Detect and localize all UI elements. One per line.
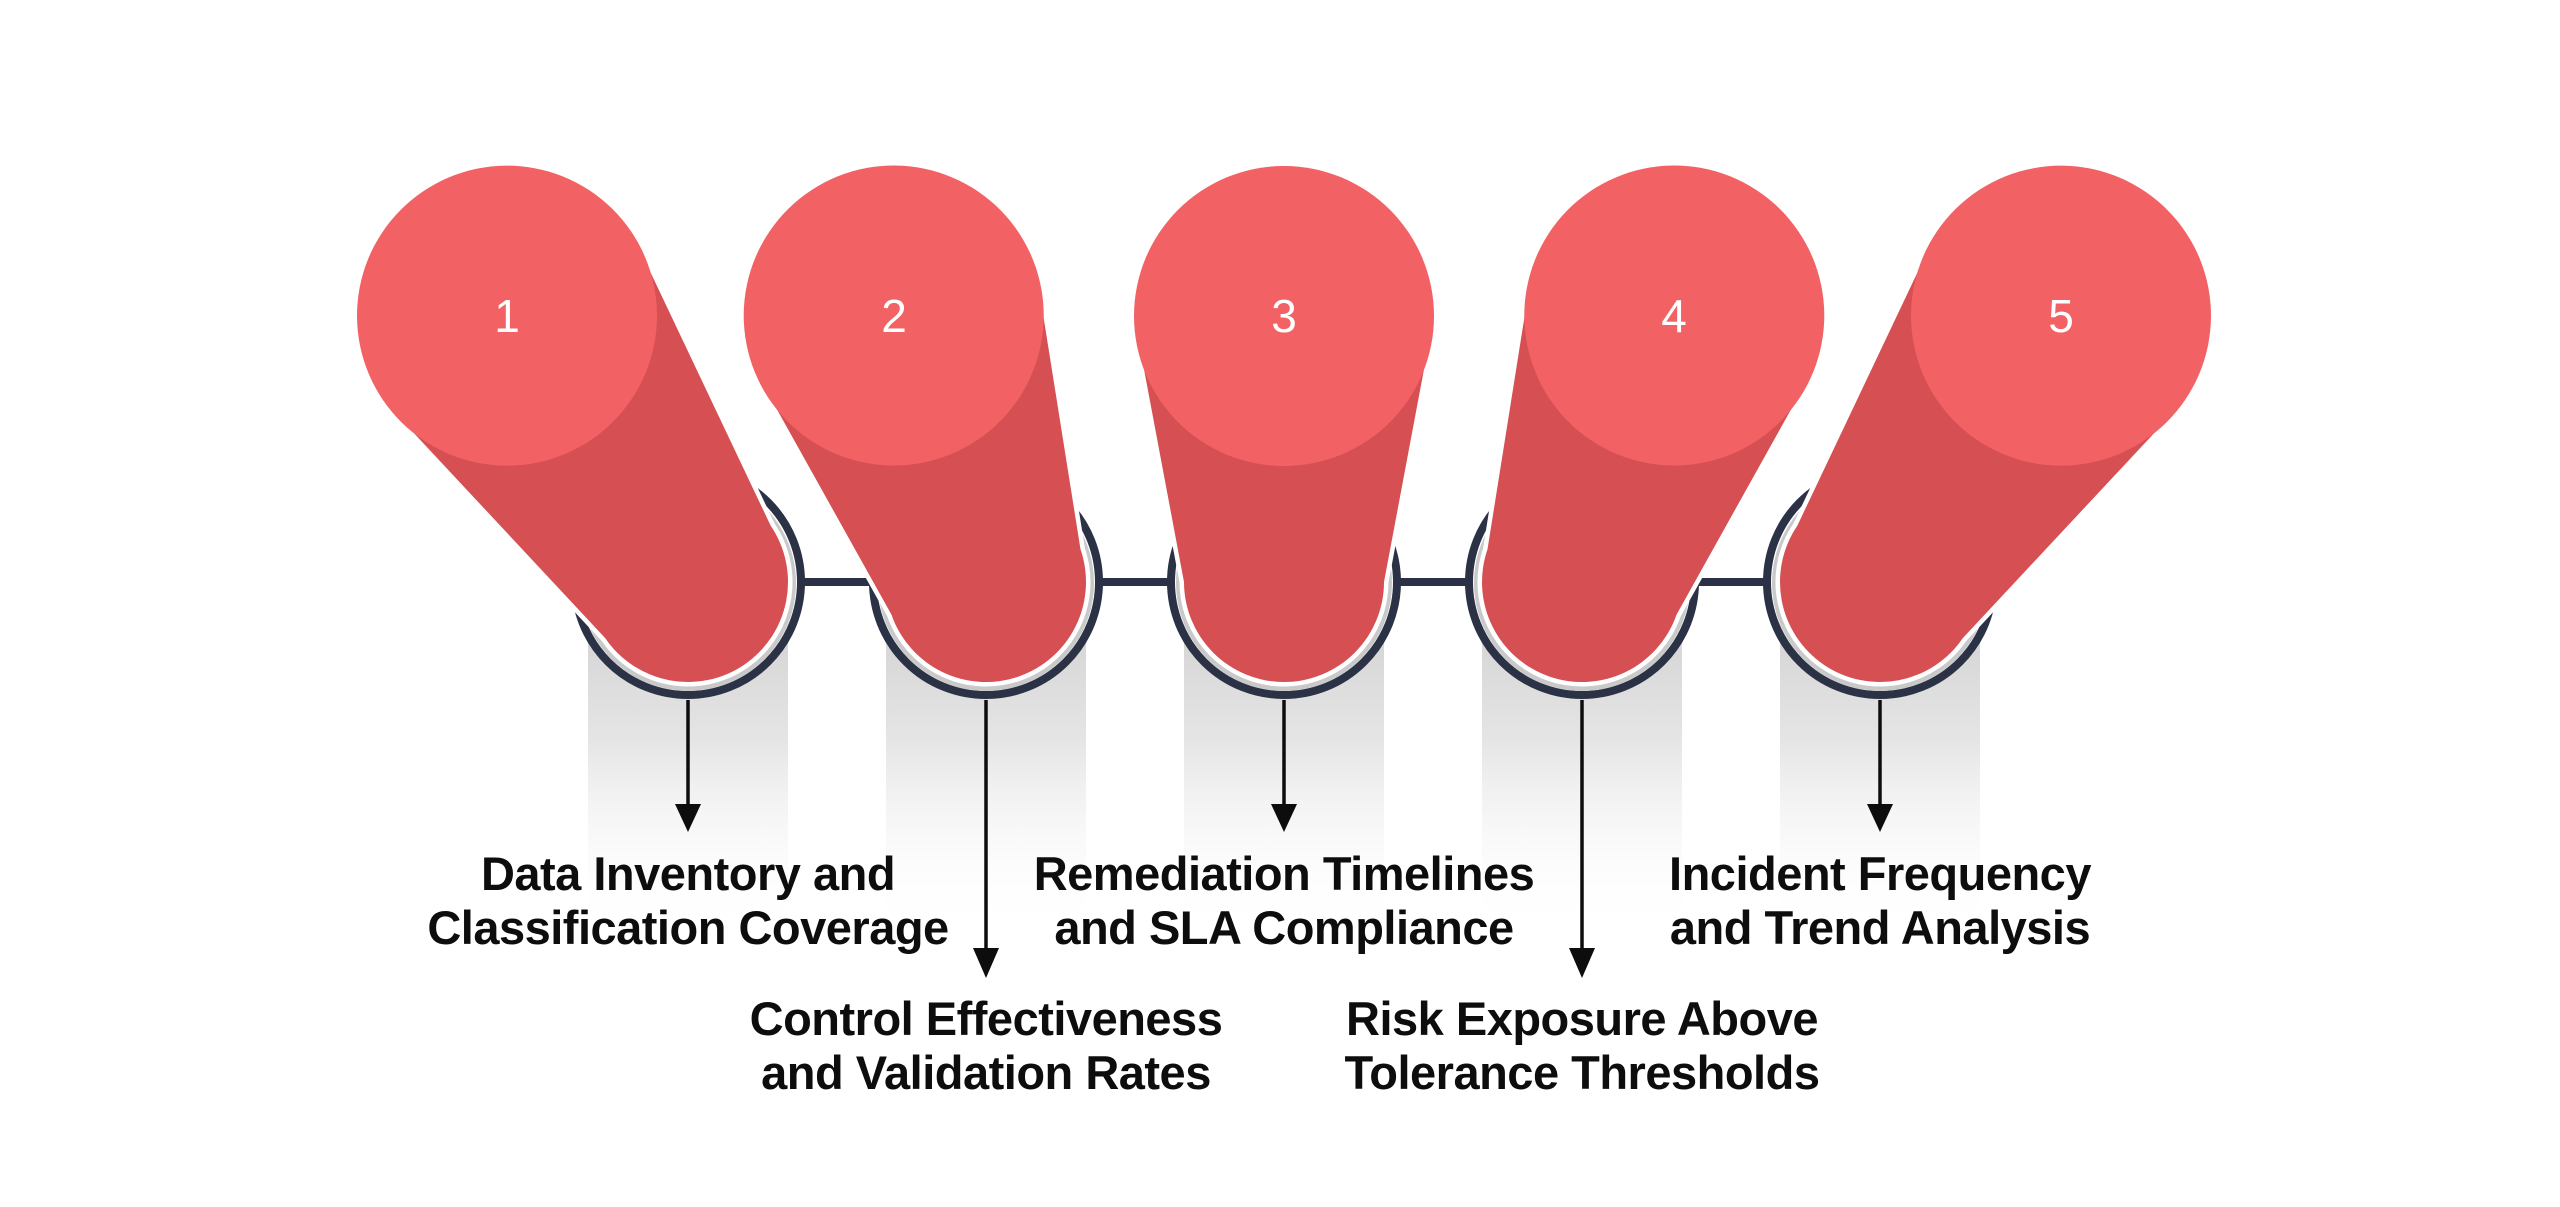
arrow-2 <box>973 700 999 978</box>
step-number-5: 5 <box>2048 290 2074 342</box>
metric-label-4-line2: Tolerance Thresholds <box>1344 1046 1820 1099</box>
step-number-1: 1 <box>494 290 520 342</box>
metric-label-2: Control Effectiveness and Validation Rat… <box>750 992 1223 1100</box>
arrow-5 <box>1867 700 1893 832</box>
metric-label-1-line2: Classification Coverage <box>427 901 949 954</box>
arrow-1 <box>675 700 701 832</box>
step-number-3: 3 <box>1271 290 1297 342</box>
step-number-4: 4 <box>1661 290 1687 342</box>
pin-2 <box>739 161 1091 687</box>
step-number-2: 2 <box>881 290 907 342</box>
metric-label-3-line1: Remediation Timelines <box>1033 847 1535 900</box>
metric-label-5-line1: Incident Frequency <box>1669 847 2091 900</box>
metric-label-5-line2: and Trend Analysis <box>1669 901 2091 954</box>
pin-3 <box>1129 161 1439 687</box>
metric-label-2-line2: and Validation Rates <box>761 1046 1211 1099</box>
metric-label-5: Incident Frequency and Trend Analysis <box>1669 847 2091 955</box>
metric-label-3-line2: and SLA Compliance <box>1054 901 1514 954</box>
metric-label-2-line1: Control Effectiveness <box>749 992 1223 1045</box>
metric-label-1: Data Inventory and Classification Covera… <box>427 847 949 955</box>
metric-label-4-line1: Risk Exposure Above <box>1346 992 1818 1045</box>
metric-label-4: Risk Exposure Above Tolerance Thresholds <box>1345 992 1820 1100</box>
arrow-4 <box>1569 700 1595 978</box>
arrow-3 <box>1271 700 1297 832</box>
metric-label-3: Remediation Timelines and SLA Compliance <box>1034 847 1535 955</box>
pin-1 <box>352 161 793 687</box>
pin-5 <box>1775 161 2216 687</box>
metric-label-1-line1: Data Inventory and <box>480 847 896 900</box>
pin-4 <box>1477 161 1829 687</box>
